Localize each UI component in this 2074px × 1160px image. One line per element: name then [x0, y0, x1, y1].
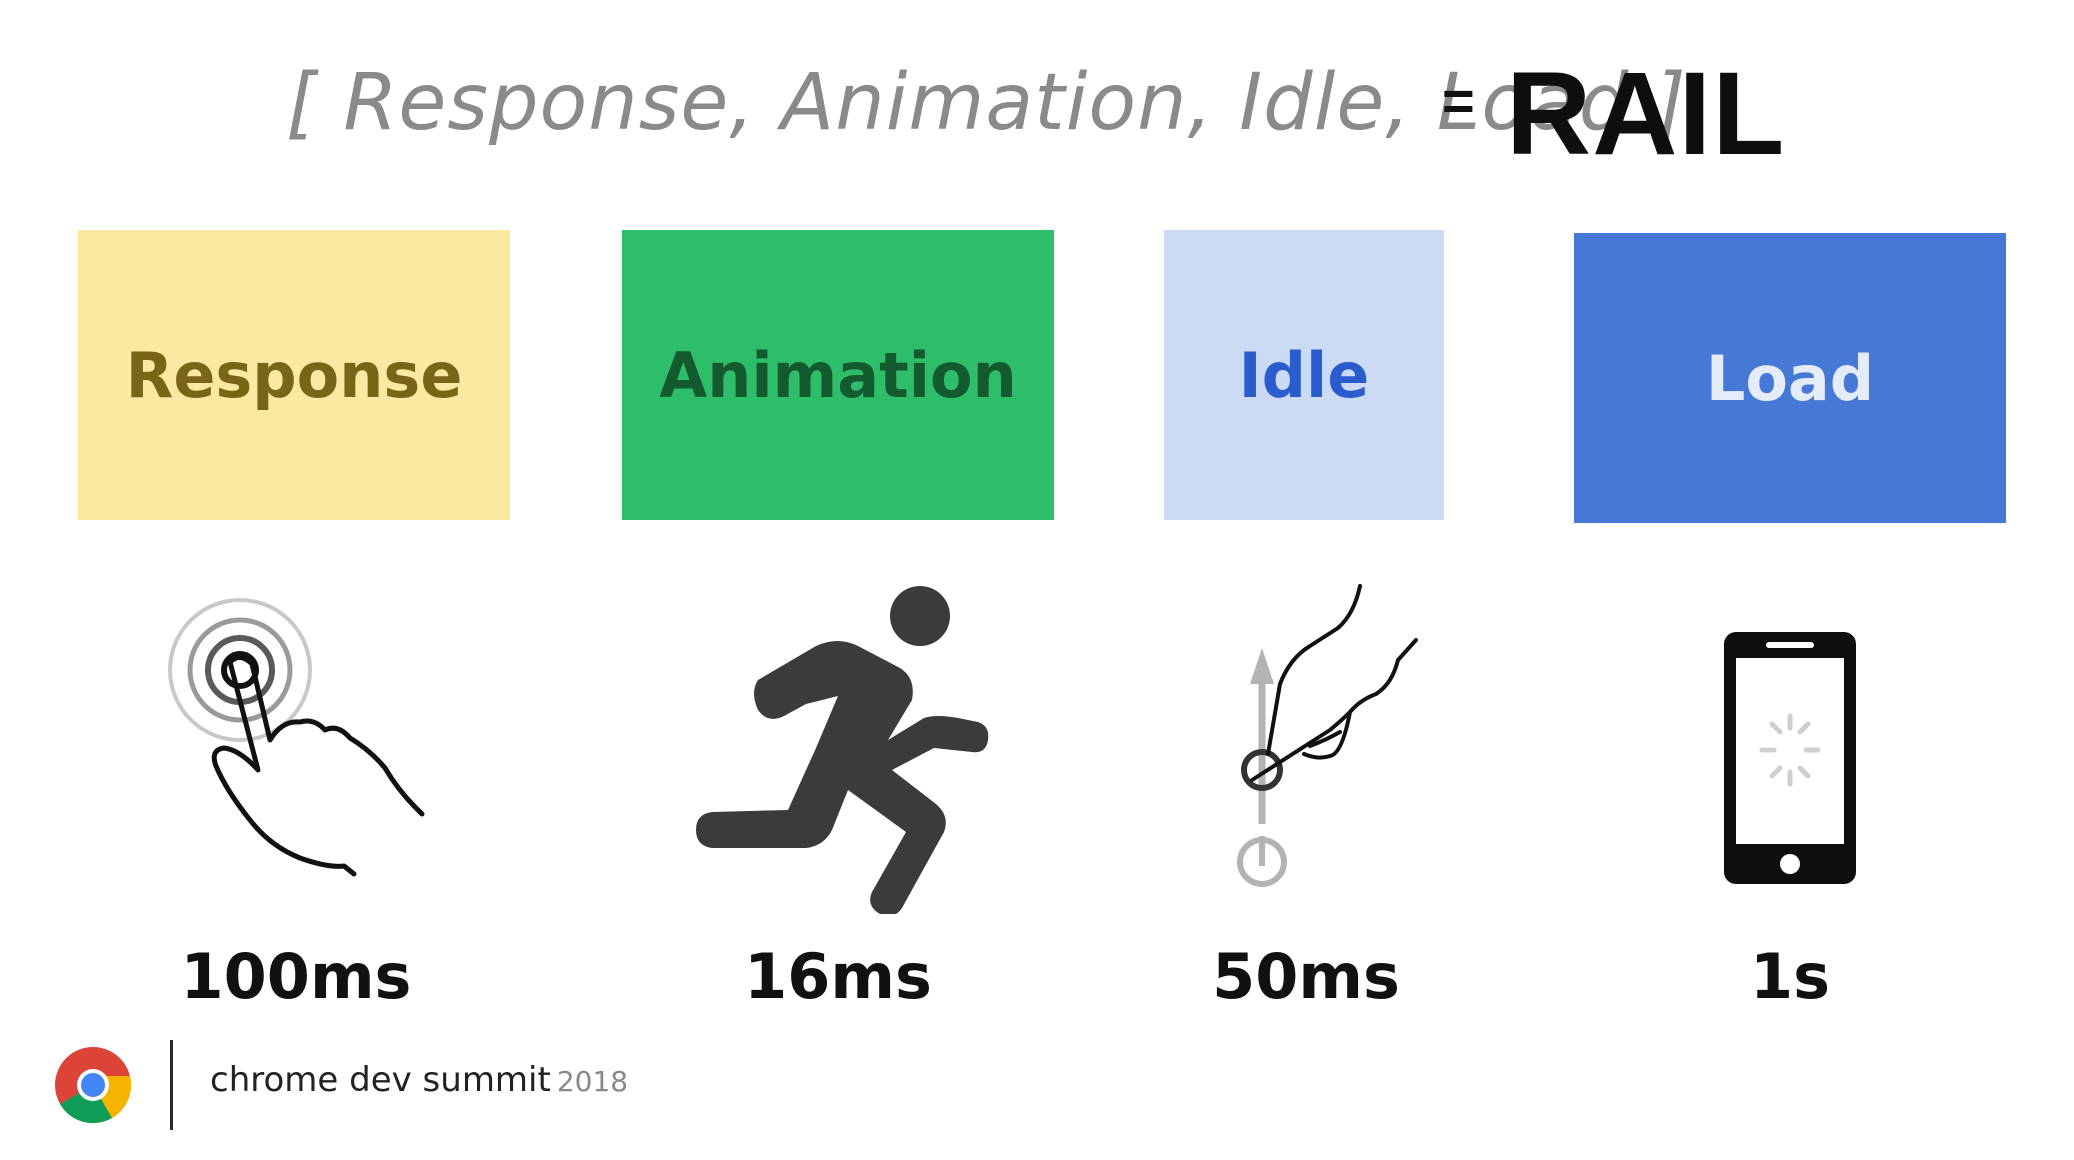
tile-label-load: Load: [1705, 341, 1875, 415]
running-person-icon: [688, 584, 998, 914]
tap-gesture-icon: [160, 590, 430, 880]
tile-load: Load: [1574, 233, 2006, 523]
equals-sign: =: [1442, 69, 1475, 132]
phone-loading-icon: [1722, 630, 1858, 886]
event-name: chrome dev summit: [210, 1060, 551, 1100]
swipe-up-gesture-icon: [1230, 584, 1450, 894]
metric-idle: 50ms: [1212, 940, 1400, 1013]
tile-label-animation: Animation: [659, 338, 1017, 412]
rail-acronym: RAIL: [1506, 48, 1786, 180]
metric-load: 1s: [1749, 940, 1831, 1013]
metric-response: 100ms: [180, 940, 412, 1013]
tile-label-idle: Idle: [1238, 338, 1370, 412]
tile-label-response: Response: [125, 338, 463, 412]
tile-response: Response: [78, 230, 510, 520]
tile-animation: Animation: [622, 230, 1054, 520]
event-year: 2018: [556, 1065, 629, 1098]
metric-animation: 16ms: [744, 940, 932, 1013]
slide-headline: [ Response, Animation, Idle, Load ] = RA…: [0, 40, 2074, 180]
rail-formula: [ Response, Animation, Idle, Load ]: [286, 58, 1687, 148]
tile-idle: Idle: [1164, 230, 1444, 520]
chrome-logo-icon: [54, 1046, 132, 1124]
footer-divider: [170, 1040, 173, 1130]
